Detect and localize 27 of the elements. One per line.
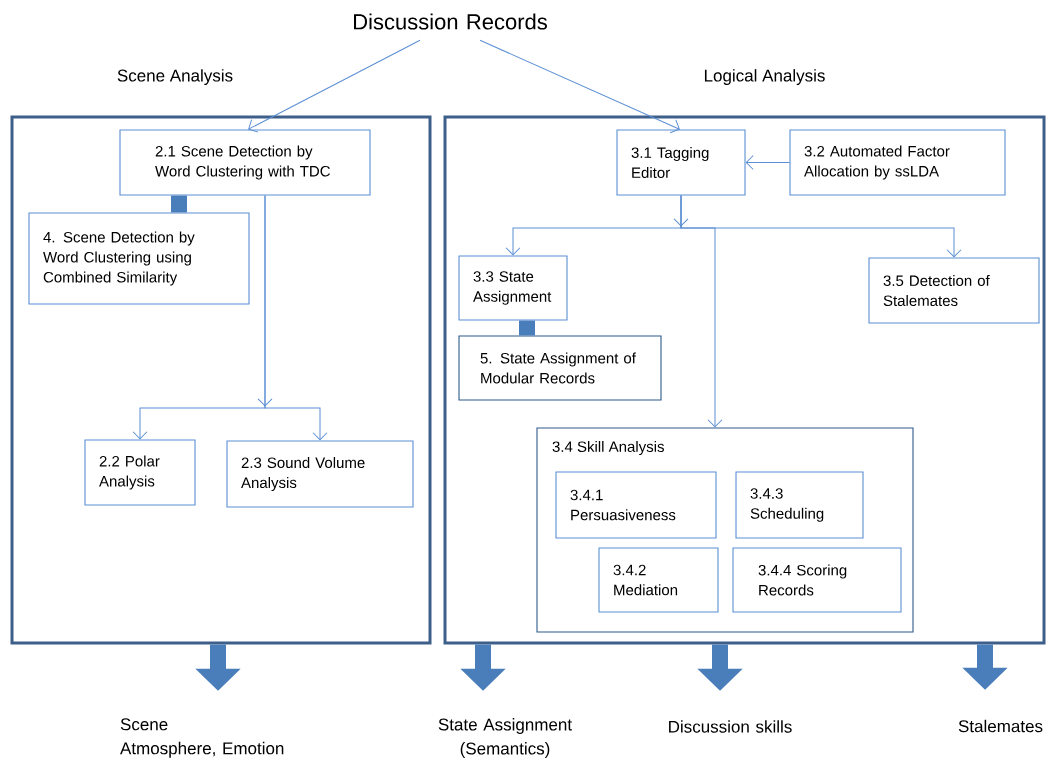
process-box: 2.3 Sound Volume Analysis [226,440,414,508]
process-box: 3.4.3 Scheduling [735,471,864,539]
arrow [745,155,790,170]
process-box: 3.5 Detection of Stalemates [868,257,1040,324]
arrow [248,39,421,133]
process-box: 3.4.2 Mediation [598,547,719,613]
arrow [680,195,962,258]
process-box: 3.4.1 Persuasiveness [555,471,717,539]
process-box: 3.2 Automated Factor Allocation by ssLDA [789,129,1006,196]
connector-block [171,195,187,213]
node-label: Logical Analysis [704,69,825,85]
process-box: 2.1 Scene Detection by Word Clustering with TDC [119,129,371,196]
process-box: 5. State Assignment of Modular Records [458,335,662,401]
text-label: Scene Atmosphere, Emotion [120,718,284,758]
text-label: Discussion skills [669,720,792,733]
process-box: 3.3 State Assignment [458,255,568,321]
process-box: 3.1 Tagging Editor [616,129,746,196]
text-label: Stalemates [958,719,1043,733]
process-box: 4. Scene Detection by Word Clustering using Combined Similarity [28,212,250,305]
arrow [479,39,680,134]
text-label: State Assignment (Semantics) [438,718,572,758]
process-box: 2.2 Polar Analysis [84,439,196,506]
text-label: Discussion Records [354,13,547,30]
node-label: Scene Analysis [117,69,233,85]
arrow [264,195,328,441]
connector-block [519,320,535,336]
process-box: 3.4.4 Scoring Records [732,547,902,613]
